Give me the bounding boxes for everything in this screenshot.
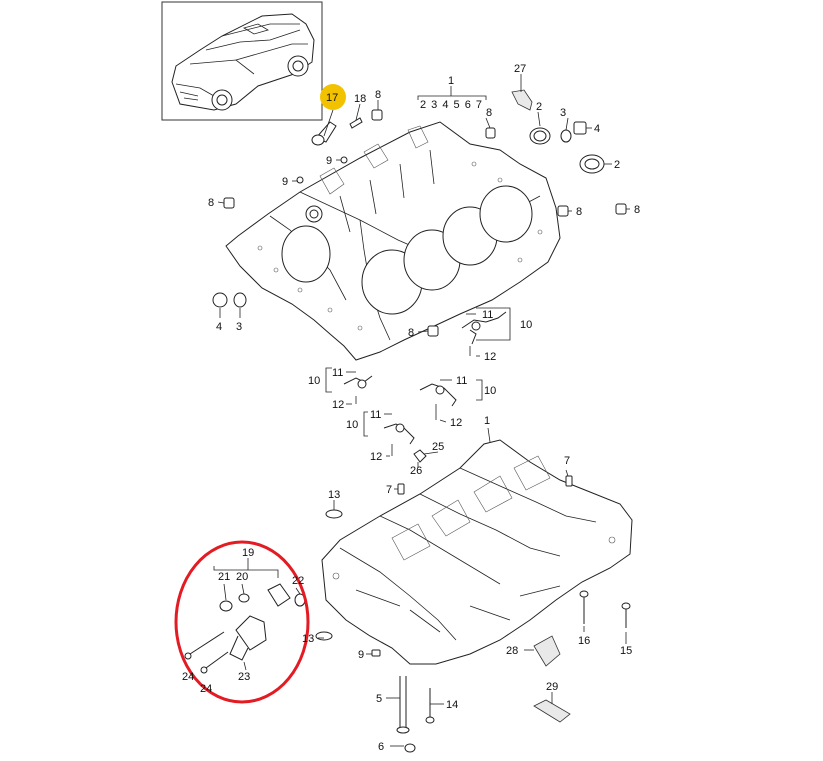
label-24-a: 24	[182, 671, 194, 683]
label-9-b: 9	[326, 155, 332, 167]
label-8-d: 8	[576, 206, 582, 218]
label-12-a: 12	[484, 351, 496, 363]
label-16: 16	[578, 635, 590, 647]
label-7-a: 7	[564, 455, 570, 467]
label-12-b: 12	[332, 399, 344, 411]
label-28: 28	[506, 645, 518, 657]
label-1-lower: 1	[484, 415, 490, 427]
label-10-c: 10	[484, 385, 496, 397]
label-10-a: 10	[520, 319, 532, 331]
label-9-c: 9	[358, 649, 364, 661]
upper-crankcase	[225, 121, 561, 361]
vehicle-thumbnail	[161, 1, 323, 121]
label-24-b: 24	[200, 683, 212, 695]
label-15: 15	[620, 645, 632, 657]
label-8-a: 8	[375, 89, 381, 101]
label-22: 22	[292, 575, 304, 587]
label-25: 25	[432, 441, 444, 453]
label-2-a: 2	[536, 101, 542, 113]
label-23: 23	[238, 671, 250, 683]
label-8-b: 8	[486, 107, 492, 119]
label-17: 17	[326, 92, 338, 104]
label-8-e: 8	[634, 204, 640, 216]
oil-nozzles	[343, 311, 507, 463]
small-parts-upper	[212, 89, 627, 337]
label-27: 27	[514, 63, 526, 75]
label-4-b: 4	[216, 321, 222, 333]
label-3-b: 3	[236, 321, 242, 333]
label-6: 6	[378, 741, 384, 753]
label-11-a: 11	[482, 309, 493, 321]
highlight-badge	[320, 84, 346, 110]
label-19: 19	[242, 547, 254, 559]
label-26: 26	[410, 465, 422, 477]
label-29: 29	[546, 681, 558, 693]
label-8-c: 8	[208, 197, 214, 209]
label-10-b: 10	[308, 375, 320, 387]
label-4-a: 4	[594, 123, 600, 135]
small-parts-lower	[315, 475, 631, 753]
car-icon	[171, 13, 315, 111]
label-7-b: 7	[386, 484, 392, 496]
label-20: 20	[236, 571, 248, 583]
label-18: 18	[354, 93, 366, 105]
label-11-c: 11	[456, 375, 467, 387]
label-13-a: 13	[328, 489, 340, 501]
leader-lines	[213, 74, 630, 747]
label-3-a: 3	[560, 107, 566, 119]
label-13-b: 13	[302, 633, 314, 645]
label-11-b: 11	[332, 367, 343, 379]
label-12-c: 12	[450, 417, 462, 429]
label-12-d: 12	[370, 451, 382, 463]
label-2-b: 2	[614, 159, 620, 171]
part-labels: 1 2 3 4 5 6 7 27 2 3 4 2 17 18 8 8 8 9 9…	[182, 63, 640, 753]
sensor-group	[184, 583, 306, 674]
label-21: 21	[218, 571, 230, 583]
label-5: 5	[376, 693, 382, 705]
highlight-circle	[174, 540, 310, 704]
label-11-d: 11	[370, 409, 381, 421]
label-1-subitems: 2 3 4 5 6 7	[420, 99, 483, 111]
lower-crankcase	[321, 439, 633, 665]
label-1-upper: 1	[448, 75, 454, 87]
label-8-f: 8	[408, 327, 414, 339]
label-9-a: 9	[282, 176, 288, 188]
label-10-d: 10	[346, 419, 358, 431]
label-14: 14	[446, 699, 458, 711]
